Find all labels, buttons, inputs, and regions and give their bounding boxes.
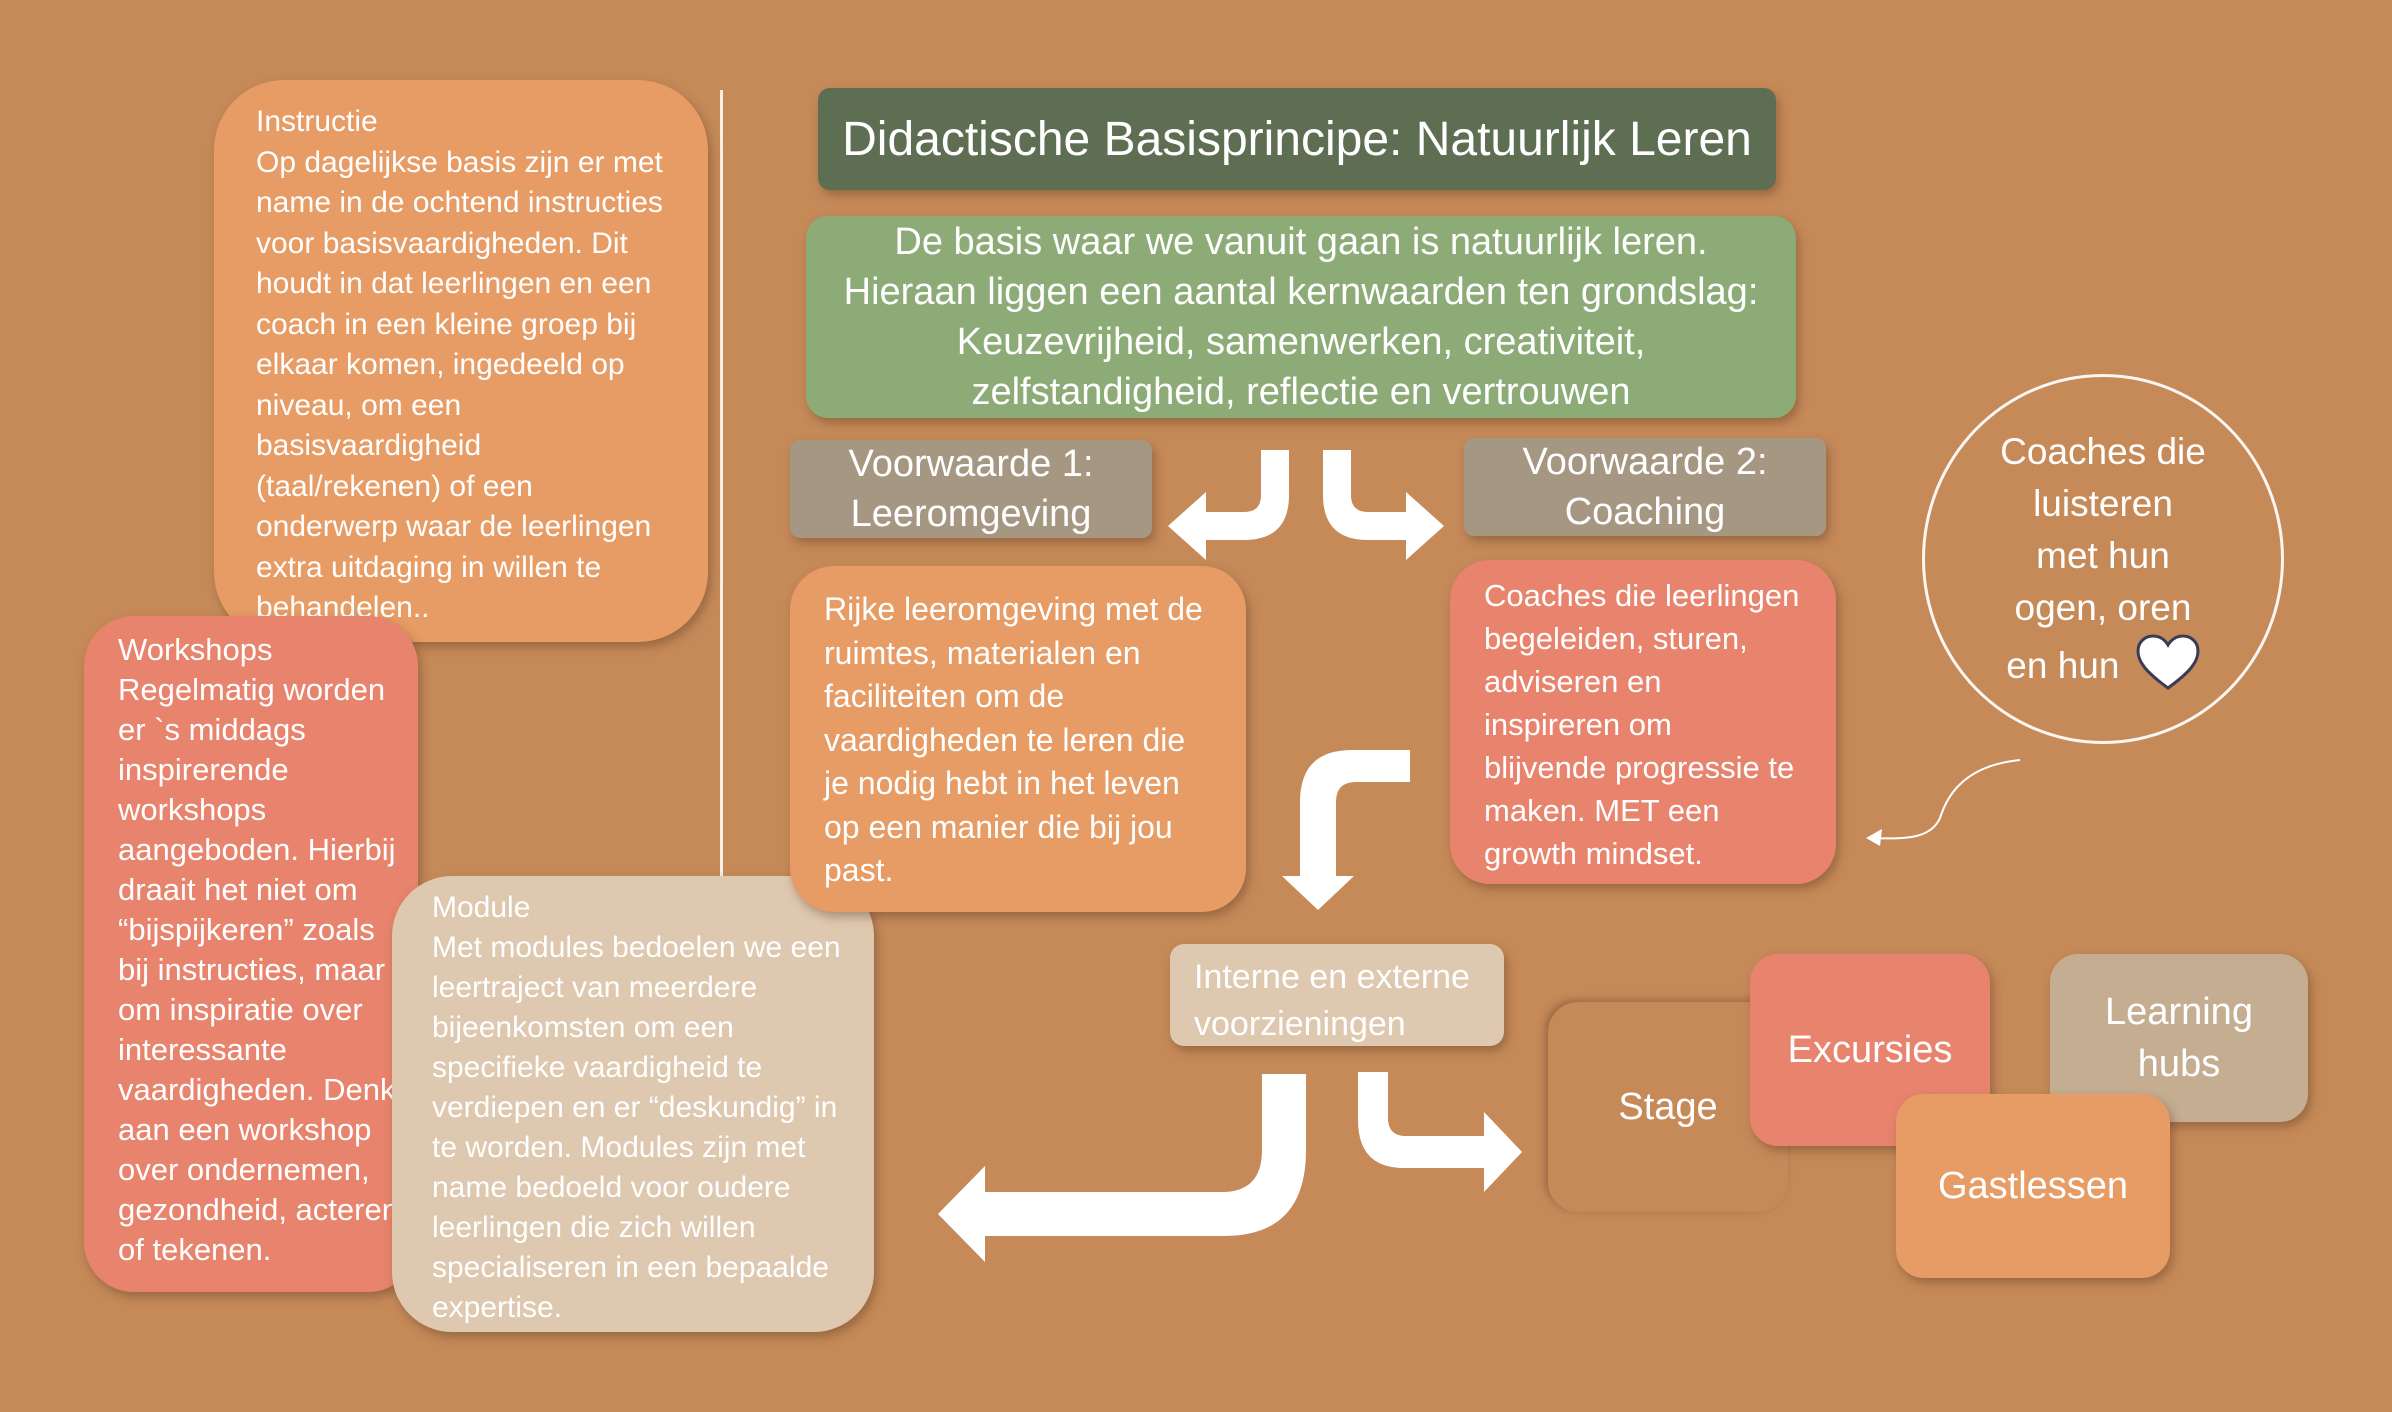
voorwaarde-1-box: Voorwaarde 1: Leeromgeving	[790, 440, 1152, 538]
workshops-text: Regelmatig worden er `s middags inspirer…	[118, 672, 399, 1267]
module-title: Module	[432, 891, 531, 924]
module-text: Met modules bedoelen we een leertraject …	[432, 931, 841, 1324]
voorzieningen-text: Interne en externe voorzieningen	[1194, 958, 1470, 1043]
voorwaarde-2-text: Voorwaarde 2: Coaching	[1522, 441, 1768, 533]
arrow-icon	[1282, 750, 1410, 910]
title-text: Didactische Basisprincipe: Natuurlijk Le…	[842, 112, 1752, 166]
gastlessen-box: Gastlessen	[1896, 1094, 2170, 1278]
arrow-icon	[1168, 450, 1289, 560]
basis-text: De basis waar we vanuit gaan is natuurli…	[843, 221, 1759, 413]
leeromgeving-text: Rijke leeromgeving met de ruimtes, mater…	[824, 591, 1203, 888]
workshops-box: Workshops Regelmatig worden er `s middag…	[84, 616, 418, 1292]
arrow-icon	[1873, 759, 2021, 840]
voorwaarde-1-text: Voorwaarde 1: Leeromgeving	[848, 443, 1094, 535]
coaches-circle: Coaches die luisteren met hun ogen, oren…	[1922, 374, 2284, 744]
instructie-title: Instructie	[256, 105, 378, 138]
learning-hubs-text: Learning hubs	[2105, 991, 2253, 1085]
voorwaarde-2-box: Voorwaarde 2: Coaching	[1464, 438, 1826, 536]
instructie-text: Op dagelijkse basis zijn er met name in …	[256, 145, 663, 625]
heart-icon	[2136, 634, 2200, 690]
stage-text: Stage	[1618, 1085, 1718, 1128]
gastlessen-text: Gastlessen	[1937, 1164, 2129, 1207]
basis-box: De basis waar we vanuit gaan is natuurli…	[806, 216, 1796, 418]
circle-text: Coaches die luisteren met hun ogen, oren…	[2000, 431, 2206, 686]
excursies-text: Excursies	[1787, 1028, 1953, 1071]
stage-box: Stage	[1548, 1002, 1788, 1212]
voorzieningen-box: Interne en externe voorzieningen	[1170, 944, 1504, 1046]
workshops-title: Workshops	[118, 632, 273, 667]
coaching-text: Coaches die leerlingen begeleiden, sture…	[1484, 578, 1800, 871]
arrow-icon	[1358, 1072, 1522, 1192]
leeromgeving-box: Rijke leeromgeving met de ruimtes, mater…	[790, 566, 1246, 912]
instructie-box: Instructie Op dagelijkse basis zijn er m…	[214, 80, 708, 642]
arrow-icon	[1866, 829, 1882, 846]
coaching-box: Coaches die leerlingen begeleiden, sture…	[1450, 560, 1836, 884]
module-box: Module Met modules bedoelen we een leert…	[392, 876, 874, 1332]
arrow-icon	[1323, 450, 1444, 560]
arrow-icon	[938, 1074, 1306, 1262]
vertical-divider	[720, 90, 723, 876]
diagram-title: Didactische Basisprincipe: Natuurlijk Le…	[818, 88, 1776, 190]
